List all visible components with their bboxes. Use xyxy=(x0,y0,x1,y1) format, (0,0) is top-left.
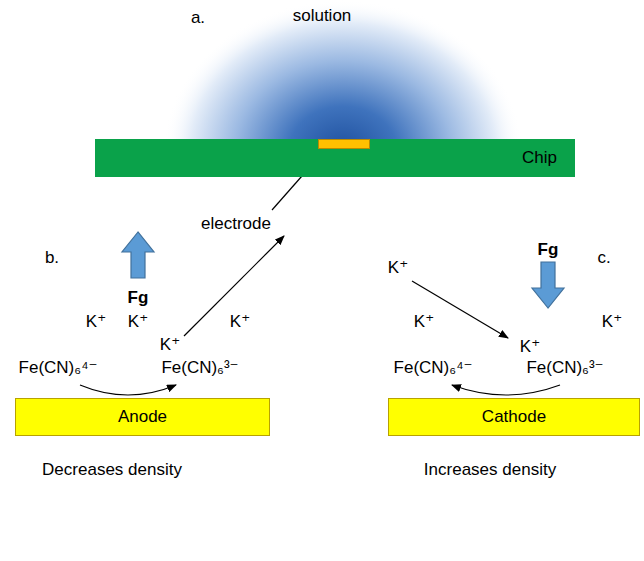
ion-label: K⁺ xyxy=(230,312,250,332)
ion-motion-arrow xyxy=(184,236,284,336)
solution-glow xyxy=(163,0,523,160)
ion-label: K⁺ xyxy=(160,335,180,355)
part-label: electrode xyxy=(201,214,271,234)
force-arrow-down xyxy=(532,262,564,308)
ion-label: K⁺ xyxy=(602,312,622,332)
chip-body: Chip xyxy=(95,139,575,177)
force-label: Fg xyxy=(128,288,149,308)
effect-note: Increases density xyxy=(424,460,556,480)
ion-label: K⁺ xyxy=(86,312,106,332)
panel-letter: a. xyxy=(191,8,205,28)
complex-label: Fe(CN)₆⁴⁻ xyxy=(19,358,98,378)
electrode-pad xyxy=(318,139,370,149)
force-arrow-up xyxy=(122,232,154,278)
ion-motion-arrow xyxy=(412,281,508,338)
panel-letter: b. xyxy=(45,248,59,268)
ion-label: K⁺ xyxy=(414,312,434,332)
complex-label: Fe(CN)₆⁴⁻ xyxy=(394,358,473,378)
ion-label: K⁺ xyxy=(388,258,408,278)
ion-label: K⁺ xyxy=(520,337,540,357)
complex-label: Fe(CN)₆³⁻ xyxy=(161,358,238,378)
electrode-pad xyxy=(319,140,370,149)
medium-label: solution xyxy=(293,6,352,26)
complex-label: Fe(CN)₆³⁻ xyxy=(526,358,603,378)
panel-letter: c. xyxy=(597,248,610,268)
cathode-electrode: Cathode xyxy=(388,398,640,436)
effect-note: Decreases density xyxy=(42,460,182,480)
anode-electrode: Anode xyxy=(15,398,270,436)
box-label: Cathode xyxy=(482,407,546,427)
reduction-arrow xyxy=(452,385,560,395)
box-label: Chip xyxy=(522,148,557,168)
oxidation-arrow xyxy=(80,385,176,395)
force-label: Fg xyxy=(538,240,559,260)
box-label: Anode xyxy=(118,407,167,427)
ion-label: K⁺ xyxy=(128,312,148,332)
